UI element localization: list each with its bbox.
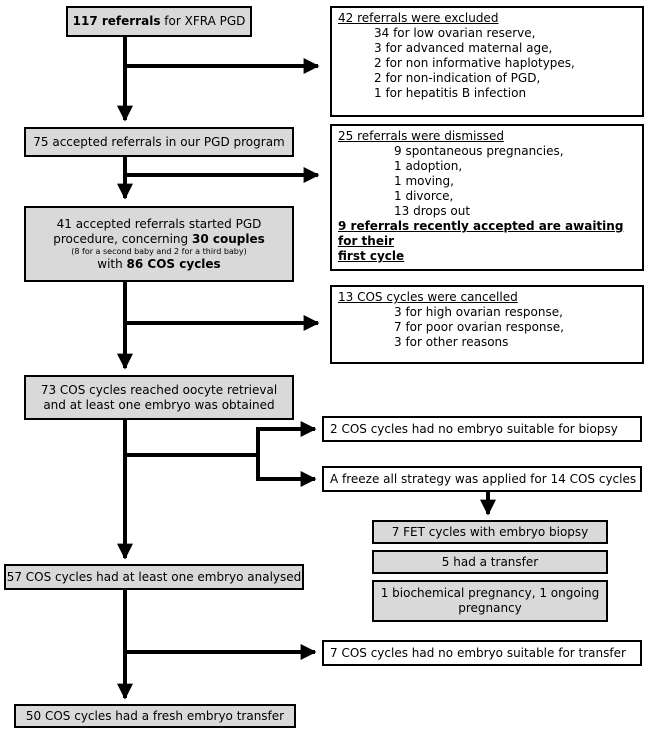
oocyte-retrieval-box: 73 COS cycles reached oocyte retrieval a…	[24, 375, 294, 420]
excluded-item: 1 for hepatitis B infection	[374, 86, 527, 100]
oocyte-retrieval-line1: 73 COS cycles reached oocyte retrieval	[40, 382, 278, 397]
started-pgd-line1: 41 accepted referrals started PGD	[56, 216, 262, 231]
excluded-item: 34 for low ovarian reserve,	[374, 26, 536, 40]
started-pgd-line2: procedure, concerning	[53, 231, 192, 246]
cancelled-item: 7 for poor ovarian response,	[394, 320, 564, 334]
oocyte-retrieval-line2: and at least one embryo was obtained	[43, 397, 275, 412]
pregnancy-line1: 1 biochemical pregnancy, 1 ongoing	[380, 586, 600, 600]
dismissed-item: 1 divorce,	[394, 189, 454, 203]
fet-cycles-box: 7 FET cycles with embryo biopsy	[372, 520, 608, 544]
freeze-all-box: A freeze all strategy was applied for 14…	[322, 466, 642, 492]
accepted-referrals-text: 75 accepted referrals in our PGD program	[33, 134, 285, 149]
started-pgd-with: with	[97, 256, 127, 271]
awaiting-line1: 9 referrals recently accepted are awaiti…	[338, 219, 624, 248]
embryo-analysed-box: 57 COS cycles had at least one embryo an…	[4, 564, 304, 590]
started-pgd-note: (8 for a second baby and 2 for a third b…	[71, 246, 247, 256]
fresh-transfer-box: 50 COS cycles had a fresh embryo transfe…	[14, 704, 296, 728]
awaiting-line2: first cycle	[338, 249, 405, 263]
dismissed-item: 13 drops out	[394, 204, 471, 218]
cancelled-item: 3 for high ovarian response,	[394, 305, 563, 319]
referrals-box: 117 referrals for XFRA PGD	[66, 6, 252, 37]
transfer-text: 5 had a transfer	[441, 554, 539, 569]
no-transfer-box: 7 COS cycles had no embryo suitable for …	[322, 640, 642, 666]
accepted-referrals-box: 75 accepted referrals in our PGD program	[24, 127, 294, 157]
cos-cycles-count: 86 COS cycles	[126, 256, 221, 271]
referrals-count: 117 referrals	[72, 14, 161, 28]
no-biopsy-box: 2 COS cycles had no embryo suitable for …	[322, 416, 642, 442]
fet-cycles-text: 7 FET cycles with embryo biopsy	[391, 524, 589, 539]
dismissed-title: 25 referrals were dismissed	[338, 129, 504, 143]
pregnancy-box: 1 biochemical pregnancy, 1 ongoing pregn…	[372, 580, 608, 622]
fresh-transfer-text: 50 COS cycles had a fresh embryo transfe…	[25, 708, 285, 723]
referrals-label: for XFRA PGD	[160, 14, 246, 28]
started-pgd-box: 41 accepted referrals started PGD proced…	[24, 206, 294, 282]
excluded-box: 42 referrals were excluded 34 for low ov…	[330, 6, 644, 117]
excluded-item: 2 for non informative haplotypes,	[374, 56, 575, 70]
cancelled-title: 13 COS cycles were cancelled	[338, 290, 518, 304]
dismissed-box: 25 referrals were dismissed 9 spontaneou…	[330, 124, 644, 271]
transfer-box: 5 had a transfer	[372, 550, 608, 574]
no-transfer-text: 7 COS cycles had no embryo suitable for …	[330, 645, 626, 660]
freeze-all-text: A freeze all strategy was applied for 14…	[330, 471, 637, 486]
no-biopsy-text: 2 COS cycles had no embryo suitable for …	[330, 421, 618, 436]
arrow-to-no-biopsy	[125, 421, 317, 457]
dismissed-item: 1 moving,	[394, 174, 454, 188]
excluded-item: 3 for advanced maternal age,	[374, 41, 553, 55]
dismissed-item: 9 spontaneous pregnancies,	[394, 144, 564, 158]
dismissed-item: 1 adoption,	[394, 159, 463, 173]
cancelled-box: 13 COS cycles were cancelled 3 for high …	[330, 285, 644, 364]
couples-count: 30 couples	[191, 231, 265, 246]
excluded-item: 2 for non-indication of PGD,	[374, 71, 541, 85]
pregnancy-line2: pregnancy	[458, 601, 522, 615]
cancelled-item: 3 for other reasons	[394, 335, 509, 349]
excluded-title: 42 referrals were excluded	[338, 11, 499, 25]
embryo-analysed-text: 57 COS cycles had at least one embryo an…	[6, 569, 302, 584]
